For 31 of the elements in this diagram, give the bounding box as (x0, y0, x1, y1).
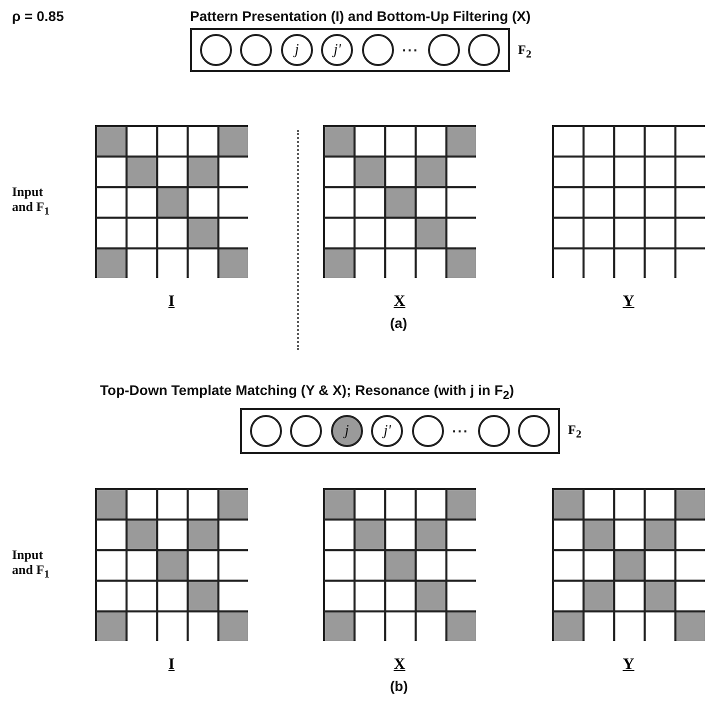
panel-label: (b) (390, 678, 408, 694)
node-circle (468, 34, 500, 66)
node-circle (412, 415, 444, 447)
panel-label: (a) (390, 315, 408, 331)
grid-caption: Y (622, 293, 634, 311)
title: Pattern Presentation (I) and Bottom-Up Filtering (X) (190, 8, 531, 24)
node-circle (200, 34, 232, 66)
grid-caption: X (394, 293, 406, 311)
node-circle (290, 415, 322, 447)
labeled-node-circle: j (330, 415, 363, 447)
row-label: Input and F$_{1}$ (12, 548, 51, 581)
grid-caption: I (168, 656, 175, 674)
ellipsis: ··· (402, 42, 420, 58)
labeled-node-circle: j' (321, 34, 354, 66)
labeled-node-circle: j' (371, 415, 404, 447)
row-label: Input and F$_{1}$ (12, 185, 51, 218)
heading: ρ = 0.85 (12, 8, 64, 24)
grid-caption: I (168, 293, 175, 311)
node-circle (478, 415, 510, 447)
node-circle (518, 415, 550, 447)
grid-caption: X (394, 656, 406, 674)
layer-label: F$_{2}$ (568, 422, 582, 441)
layer-label: F$_{2}$ (518, 42, 532, 61)
heading: Top-Down Template Matching (Y & X); Resonance (with j in F$_{2}$) (100, 382, 514, 402)
node-circle (428, 34, 460, 66)
node-circle (240, 34, 272, 66)
ellipsis: ··· (452, 423, 470, 439)
grid-caption: Y (622, 656, 634, 674)
labeled-node-circle: j (280, 34, 313, 66)
node-circle (362, 34, 394, 66)
node-circle (250, 415, 282, 447)
